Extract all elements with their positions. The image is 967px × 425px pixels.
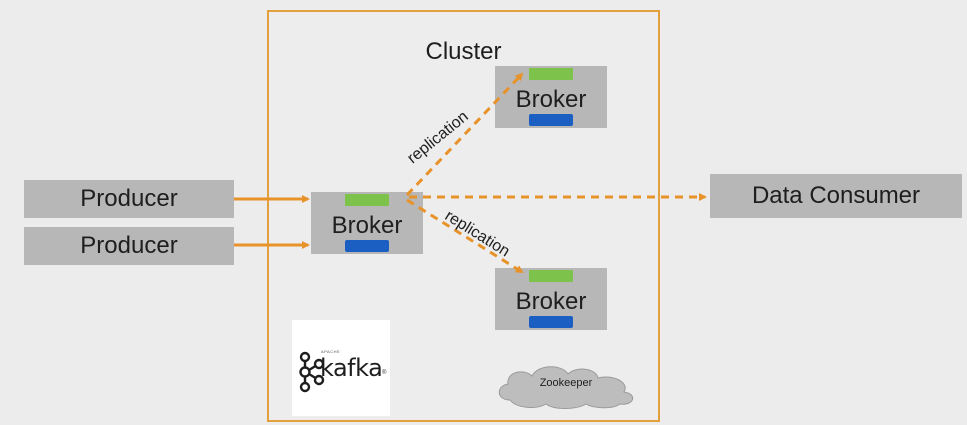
zookeeper-label: Zookeeper: [539, 377, 593, 389]
kafka-small-text: APACHE: [321, 349, 341, 354]
cloud-icon: [498, 366, 634, 409]
partition-green-main: [345, 194, 389, 206]
broker-main: Broker: [311, 192, 423, 254]
kafka-trademark: ®: [382, 370, 387, 376]
broker-bottom: Broker: [495, 268, 607, 330]
broker-label-bottom: Broker: [515, 288, 587, 315]
kafka-wordmark: kafka: [320, 354, 383, 382]
kafka-logo: APACHE kafka ®: [292, 320, 390, 416]
producer-box-1: Producer: [24, 180, 234, 218]
partition-green-bottom: [529, 270, 573, 282]
partition-blue-top: [529, 114, 573, 126]
partition-green-top: [529, 68, 573, 80]
broker-top: Broker: [495, 66, 607, 128]
data-consumer-box: Data Consumer: [710, 174, 962, 218]
broker-label-main: Broker: [331, 212, 403, 239]
broker-label-top: Broker: [515, 86, 587, 113]
zookeeper-cloud: Zookeeper: [492, 360, 640, 410]
partition-blue-bottom: [529, 316, 573, 328]
data-consumer-label: Data Consumer: [751, 182, 921, 209]
kafka-logo-icon: [299, 351, 325, 393]
partition-blue-main: [345, 240, 389, 252]
producer-label-2: Producer: [80, 232, 178, 259]
producer-label-1: Producer: [80, 185, 178, 212]
producer-box-2: Producer: [24, 227, 234, 265]
cluster-title: Cluster: [425, 38, 502, 65]
